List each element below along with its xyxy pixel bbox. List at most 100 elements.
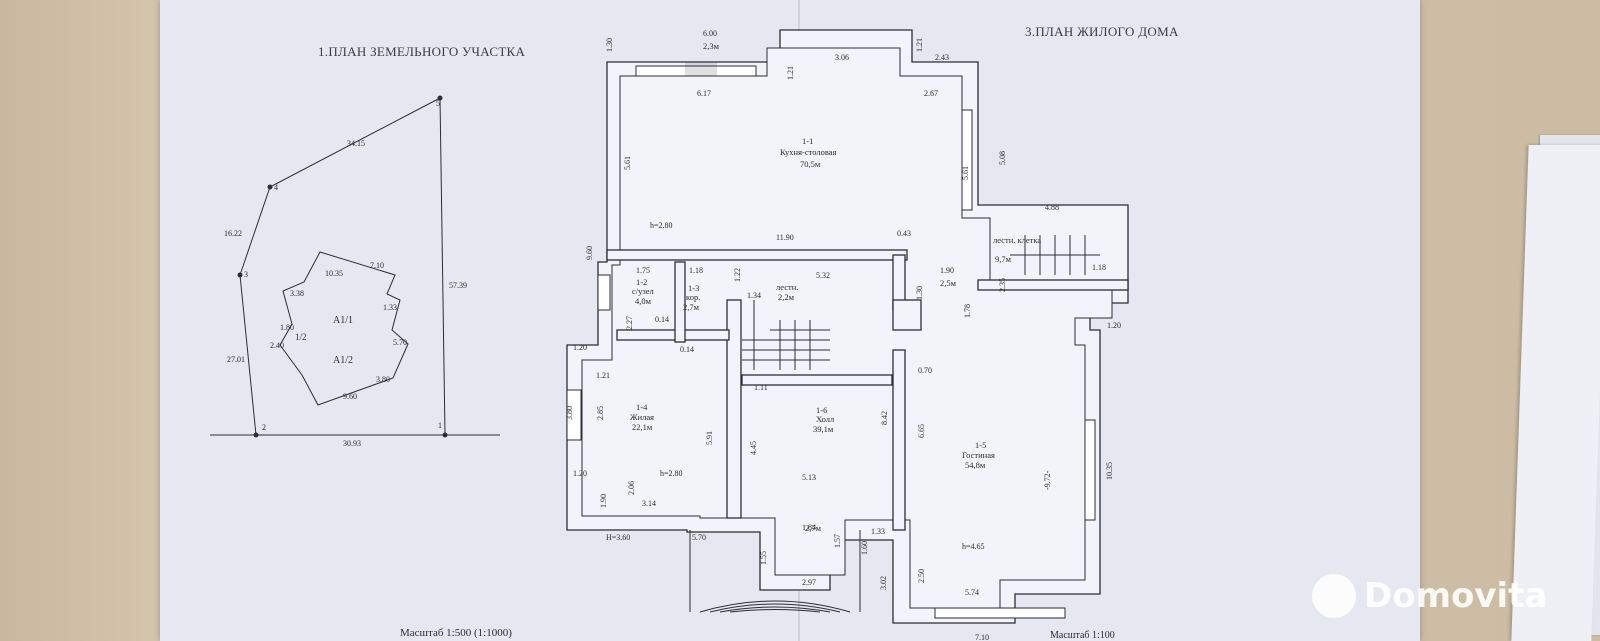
window-living-east xyxy=(1084,419,1096,521)
window-kitchen xyxy=(635,65,757,77)
dimension-label: 1.84 xyxy=(802,523,816,532)
room-area: 2,2м xyxy=(778,292,795,302)
room-area: 2,7м xyxy=(683,302,700,312)
site-scale-label: Масштаб 1:500 (1:1000) xyxy=(400,627,512,639)
dimension-label: 1.20 xyxy=(573,343,587,352)
house-inner-wall xyxy=(581,47,1113,609)
domovita-logo-text: Domovita xyxy=(1364,576,1548,616)
dimension-label: 1.34 xyxy=(747,291,761,300)
dimension-label: 4.88 xyxy=(1045,203,1059,212)
site-building-dim: 2.40 xyxy=(270,341,284,350)
site-side-label: 34.15 xyxy=(347,139,365,148)
dimension-label: 5.74 xyxy=(965,588,979,597)
room-area: 70,5м xyxy=(800,159,821,169)
domovita-logo-icon xyxy=(1312,574,1356,618)
room-name: Кухня-столовая xyxy=(780,147,836,157)
dimension-label: 6.00 xyxy=(703,29,717,38)
site-building-dim: 10.35 xyxy=(325,269,343,278)
dimension-label: 1.57 xyxy=(833,534,842,548)
room-area: 2,5м xyxy=(940,278,957,288)
dimension-label: 1.90 xyxy=(599,494,608,508)
room-id: 1-1 xyxy=(802,136,813,146)
room-name: с/узел xyxy=(632,286,655,296)
dimension-label: 6.17 xyxy=(697,89,711,98)
window-wc-west xyxy=(597,274,611,311)
house-plan: 1-1 Кухня-столовая 70,5м 1-2 с/узел 4,0м… xyxy=(565,29,1129,641)
dimension-label: 1.90 xyxy=(940,266,954,275)
site-plan-title: 1.ПЛАН ЗЕМЕЛЬНОГО УЧАСТКА xyxy=(318,44,526,59)
dimension-label: -9.72- xyxy=(1043,470,1052,490)
partition-hall-north xyxy=(741,374,893,386)
dimension-label: 9.60 xyxy=(585,246,594,260)
room-name: Жилая xyxy=(630,412,654,422)
room-name: лестн. xyxy=(776,282,798,292)
site-side-label: 16.22 xyxy=(224,229,242,238)
partition-kitchen-south xyxy=(606,249,908,261)
room-name: кор. xyxy=(686,292,700,302)
dimension-label: h=2.80 xyxy=(650,221,673,230)
dimension-label: 0.14 xyxy=(655,315,669,324)
site-side-label: 30.93 xyxy=(343,439,361,448)
dimension-label: 5.61 xyxy=(961,166,970,180)
window-kitchen-east xyxy=(961,109,973,211)
site-building-label: А1/1 xyxy=(333,315,353,326)
room-id: 1-5 xyxy=(975,440,986,450)
site-point-label: 1 xyxy=(438,421,442,430)
dimension-label: 0.43 xyxy=(897,229,911,238)
dimension-label: 1.20 xyxy=(573,469,587,478)
dimension-label: 2.43 xyxy=(935,53,949,62)
dimension-label: 5.08 xyxy=(998,151,1007,165)
window-pier xyxy=(685,62,717,76)
room-name: Холл xyxy=(816,414,835,424)
site-point-3 xyxy=(237,272,243,278)
column-block xyxy=(892,299,922,331)
dimension-label: 3.06 xyxy=(835,53,849,62)
room-area: 54,8м xyxy=(965,460,986,470)
dimension-label: 2.97 xyxy=(802,578,816,587)
partition-bedroom-north xyxy=(616,329,730,341)
dimension-label: 11.90 xyxy=(776,233,794,242)
dimension-label: 1.21 xyxy=(915,38,924,52)
dimension-label: 5.61 xyxy=(623,156,632,170)
room-area: 2,7м xyxy=(805,523,822,533)
window-bedroom-west xyxy=(566,389,582,441)
dimension-label: 5.32 xyxy=(816,271,830,280)
dimension-label: 1.30 xyxy=(915,286,924,300)
site-point-1 xyxy=(442,432,448,438)
site-side-label: 57.39 xyxy=(449,281,467,290)
dimension-label: 1.75 xyxy=(636,266,650,275)
dimension-label: 1.11 xyxy=(754,383,768,392)
site-point-2 xyxy=(253,432,259,438)
site-plan: 1 2 3 4 5 34.15 16.22 57.39 27.01 30.93 … xyxy=(210,95,500,448)
dimension-label: 4.45 xyxy=(749,441,758,455)
house-plan-title: 3.ПЛАН ЖИЛОГО ДОМА xyxy=(1025,24,1179,39)
site-point-label: 5 xyxy=(436,99,440,108)
dimension-label: 6.65 xyxy=(917,424,926,438)
dimension-label: 2.50 xyxy=(917,569,926,583)
site-point-label: 2 xyxy=(262,423,266,432)
dimension-label: h=4.65 xyxy=(962,542,985,551)
staircase-upper xyxy=(1010,235,1100,275)
room-name: Гостиная xyxy=(962,450,995,460)
dimension-label: 5.70 xyxy=(692,533,706,542)
partition-stair-south xyxy=(977,279,1129,291)
room-id: 1-2 xyxy=(636,277,647,287)
site-building-dim: 3.80 xyxy=(376,375,390,384)
room-id: 1-3 xyxy=(688,283,699,293)
dimension-label: 5.91 xyxy=(705,431,714,445)
site-point-5 xyxy=(437,95,443,101)
room-name: лестн. клетка xyxy=(993,235,1041,245)
dimension-label: 1.18 xyxy=(1092,263,1106,272)
partition-wc-east xyxy=(674,261,686,343)
room-area: 39,1м xyxy=(813,424,834,434)
site-building-dim: 3.38 xyxy=(290,289,304,298)
dimension-label: 1.22 xyxy=(733,268,742,282)
dimension-label: 1.30 xyxy=(605,38,614,52)
site-building-dim: 7.10 xyxy=(370,261,384,270)
dimension-label: 1.55 xyxy=(759,551,768,565)
room-area: 22,1м xyxy=(632,422,653,432)
dimension-label: 1.21 xyxy=(596,371,610,380)
room-id: 1-4 xyxy=(636,402,648,412)
